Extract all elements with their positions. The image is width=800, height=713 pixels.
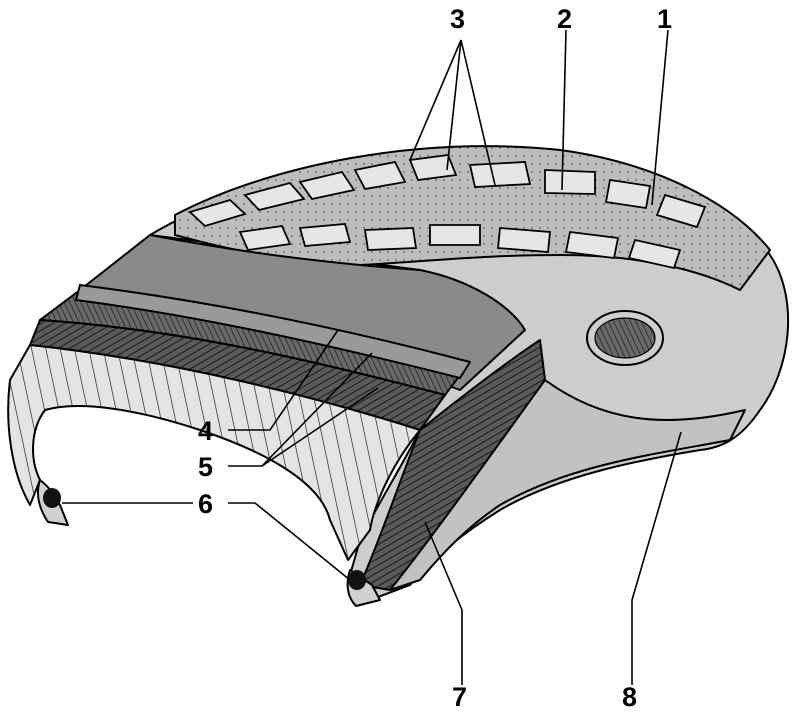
callout-5: 5 — [198, 452, 213, 482]
callout-2: 2 — [557, 4, 572, 34]
callout-7: 7 — [452, 682, 467, 712]
callout-4: 4 — [198, 416, 213, 446]
leader-lines — [62, 29, 682, 685]
left-bead-core — [43, 488, 61, 508]
callout-8: 8 — [622, 682, 637, 712]
callout-labels: 3 2 1 4 5 6 7 8 — [198, 4, 672, 712]
sidewall-lower-band — [389, 379, 746, 591]
sidewall-emblem-inner — [594, 317, 656, 359]
callout-1: 1 — [657, 4, 672, 34]
right-bead-core — [348, 570, 366, 590]
tread-blocks — [188, 154, 707, 270]
callout-6: 6 — [198, 489, 213, 519]
belt-overlay-strip — [75, 284, 471, 379]
callout-3: 3 — [450, 4, 465, 34]
